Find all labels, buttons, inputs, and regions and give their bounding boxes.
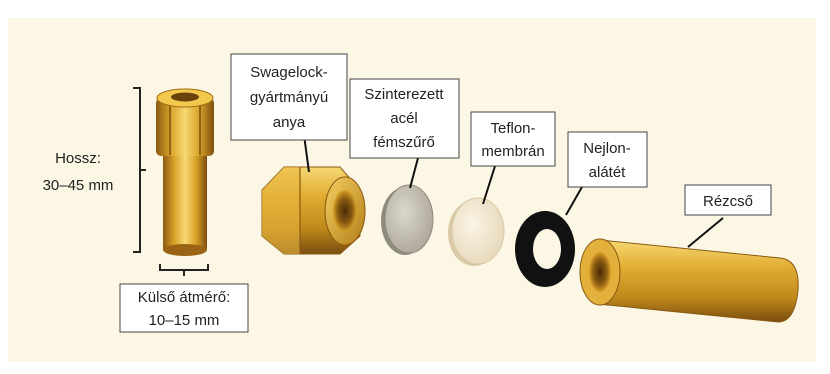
assembled-fitting xyxy=(156,89,214,256)
copper-tube xyxy=(580,239,798,322)
diameter-label-line2: 10–15 mm xyxy=(149,312,220,329)
length-label-line1: Hossz: xyxy=(55,150,101,167)
nut-label-line1: Swagelock- xyxy=(250,64,328,81)
nut-label-line2: gyártmányú xyxy=(250,89,328,106)
membrane-label-line2: membrán xyxy=(481,143,544,160)
length-bracket xyxy=(133,88,140,252)
nut-label-line3: anya xyxy=(273,114,306,131)
membrane-leader-line xyxy=(483,166,495,204)
diameter-label-line1: Külső átmérő: xyxy=(138,289,231,306)
washer-leader-line xyxy=(566,187,582,215)
swagelock-nut xyxy=(262,167,365,254)
tube-label-line1: Rézcső xyxy=(703,193,753,210)
nylon-washer xyxy=(515,211,575,287)
diameter-bracket xyxy=(160,264,208,270)
filter-label-line2: acél xyxy=(390,110,418,127)
tube-leader-line xyxy=(688,218,723,247)
teflon-membrane-disc xyxy=(448,198,504,266)
sintered-filter-disc xyxy=(381,185,433,255)
washer-label-line2: alátét xyxy=(589,164,627,181)
membrane-label-line1: Teflon- xyxy=(490,120,535,137)
filter-leader-line xyxy=(410,158,418,188)
washer-label-line1: Nejlon- xyxy=(583,140,631,157)
filter-label-line1: Szinterezett xyxy=(364,86,444,103)
length-label-line2: 30–45 mm xyxy=(43,177,114,194)
filter-label-line3: fémszűrő xyxy=(373,134,435,151)
